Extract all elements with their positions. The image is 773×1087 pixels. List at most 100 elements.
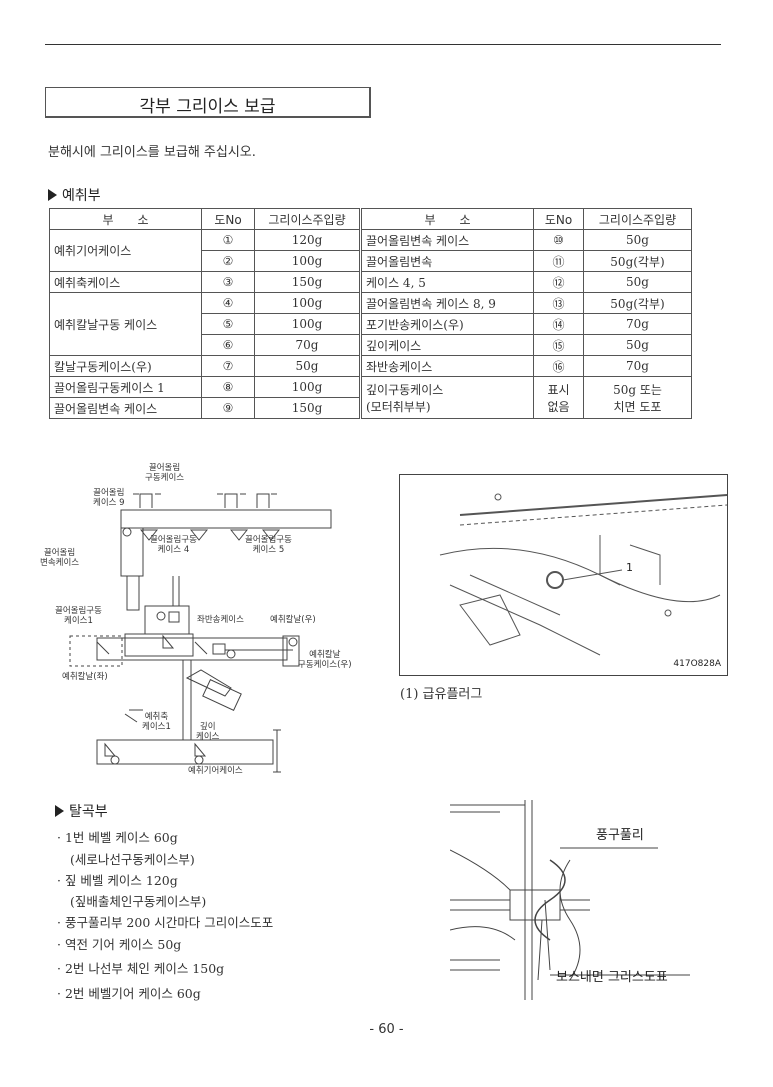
page-title: 각부 그리이스 보급 [139,97,276,117]
diag-label-blade-right: 예취칼날(우) [270,615,316,625]
table-cell-no: ⑫ [533,271,584,293]
reaper-section-label: 예취부 [62,188,101,204]
table-cell-amount: 150g [254,397,361,419]
diag-label-depth: 깊이 케이스 [196,722,219,742]
diag-label-shift: 끌어올림 변속케이스 [40,548,79,568]
table-row: 칼날구동케이스(우) ⑦ 50g 좌반송케이스 ⑯ 70g [49,355,692,377]
diag-label-blade-drive-right: 예취칼날 구동케이스(우) [298,650,352,670]
table-cell-amount: 50g [254,355,361,377]
photo-code: 417O828A [673,659,721,669]
grease-table: 부 소 도No 그리이스주입량 부 소 도No 그리이스주입량 예취기어케이스 … [49,208,692,419]
table-cell-part: 케이스 4, 5 [359,271,534,293]
table-cell-no: ⑭ [533,313,584,335]
list-item: · 풍구풀리부 200 시간마다 그리이스도포 [57,915,274,930]
boss-grease-label: 보스내면 그리스도표 [556,970,668,985]
table-cell-part: 칼날구동케이스(우) [49,355,202,377]
table-cell-no: ③ [201,271,255,293]
diag-label-axle1-text: 예취축 케이스1 [142,712,171,732]
gear-bracket [217,493,246,508]
diag-label-gear: 예취기어케이스 [188,766,243,776]
diag-label-top-text: 끌어올림 구동케이스 [145,463,185,483]
table-cell-amount: 100g [254,376,361,398]
gear-case [96,739,274,765]
table-cell-no: ② [201,250,255,272]
triangle-bullet-icon [55,805,64,817]
table-cell-amount: 70g [254,334,361,356]
table-cell-no: ⑯ [533,355,584,377]
photo-callout-number: 1 [626,561,633,574]
diag-label-gear-text: 예취기어케이스 [188,766,243,776]
header-part-right: 부 소 [359,208,534,230]
left-blade-outline [69,635,123,667]
table-header-row: 부 소 도No 그리이스주입량 부 소 도No 그리이스주입량 [49,208,692,230]
list-item-note: (짚배출체인구동케이스부) [70,894,207,909]
table-cell-no-line1: 표시 [547,382,570,397]
table-row: 예취축케이스 ③ 150g 케이스 4, 5 ⑫ 50g [49,271,692,293]
table-cell-amount: 70g [583,355,692,377]
fan-pulley-label: 풍구풀리 [596,828,644,843]
table-row: ② 100g 끌어올림변속 ⑪ 50g(각부) [50,250,692,272]
blade-drive-shaft [96,637,288,661]
diag-label-left-conveyor-text: 좌반송케이스 [197,615,244,625]
reaper-schematic [69,493,332,773]
table-cell-no: ⑮ [533,334,584,356]
table-cell-amount: 50g [583,334,692,356]
gear-bracket [133,493,161,508]
table-cell-amount: 50g(각부) [583,292,692,314]
table-cell-no: ⑦ [201,355,255,377]
diag-label-drive1: 끌어올림구동 케이스1 [55,606,102,626]
table-cell-amount-line2: 치면 도포 [613,399,662,414]
lubrication-photo: 1 417O828A [399,474,728,676]
page-number: - 60 - [369,1022,404,1037]
thresher-section-heading: 탈곡부 [55,801,108,821]
diag-label-drive1-text: 끌어올림구동 케이스1 [55,606,102,626]
table-cell-no: ⑨ [201,397,255,419]
fan-pulley-drawing [450,800,690,1000]
header-no: 도No [201,208,255,230]
table-cell-amount: 120g [254,229,361,251]
diag-label-left-conveyor: 좌반송케이스 [197,615,244,625]
table-cell-no: ④ [201,292,255,314]
diag-label-blade-left: 예취칼날(좌) [62,672,108,682]
diag-label-blade-left-text: 예취칼날(좌) [62,672,108,682]
header-no-right: 도No [533,208,584,230]
triangle-bullet-icon [48,189,57,201]
header-amount-right: 그리이스주입량 [583,208,692,230]
upper-shaft-housing [120,509,332,529]
table-row: 예취기어케이스 ① 120g 끌어올림변속 케이스 ⑩ 50g [49,229,692,272]
diag-label-shift-text: 끌어올림 변속케이스 [40,548,80,568]
table-row: 예취칼날구동 케이스 ④ 100g 끌어올림변속 케이스 8, 9 ⑬ 50g(… [49,292,692,356]
table-cell-part-line2: (모터취부부) [366,399,431,414]
header-part: 부 소 [49,208,202,230]
table-cell-amount: 50g [583,229,692,251]
table-cell-amount: 50g [583,271,692,293]
diag-label-axle1: 예취축 케이스1 [142,712,171,732]
table-cell-no: ⑩ [533,229,584,251]
table-cell-no: ⑥ [201,334,255,356]
table-cell-part: 끌어올림변속 케이스 8, 9 [359,292,534,314]
table-cell-amount: 150g [254,271,361,293]
table-cell-amount: 100g [254,313,361,335]
list-item: · 2번 베벨기어 케이스 60g [57,986,201,1001]
table-cell-part: 깊이케이스 [359,334,534,356]
diag-label-case9: 끌어올림 케이스 9 [93,488,125,508]
table-cell-part: 예취칼날구동 케이스 [49,292,202,356]
table-cell-no: ⑪ [533,250,584,272]
table-cell-no: ⑧ [201,376,255,398]
table-cell-part: 끌어올림변속 케이스 [359,229,534,251]
diag-label-blade-drive-right-text: 예취칼날 구동케이스(우) [298,650,352,670]
diag-label-case4-text: 끌어올림구동 케이스 4 [150,535,197,555]
table-row: 끌어올림변속 케이스 ⑨ 150g [49,397,692,419]
grease-plug-icon [546,571,564,589]
reaper-section-heading: 예취부 [48,185,101,205]
table-cell-amount: 100g [254,292,361,314]
header-amount: 그리이스주입량 [254,208,361,230]
table-cell-part-line1: 깊이구동케이스 [366,382,444,397]
diag-label-depth-text: 깊이 케이스 [196,722,220,742]
top-rule [45,44,721,45]
intro-text: 분해시에 그리이스를 보급해 주십시오. [48,145,256,160]
diag-label-case5: 끌어올림구동 케이스 5 [245,535,292,555]
table-cell-no-line2: 없음 [547,399,570,414]
